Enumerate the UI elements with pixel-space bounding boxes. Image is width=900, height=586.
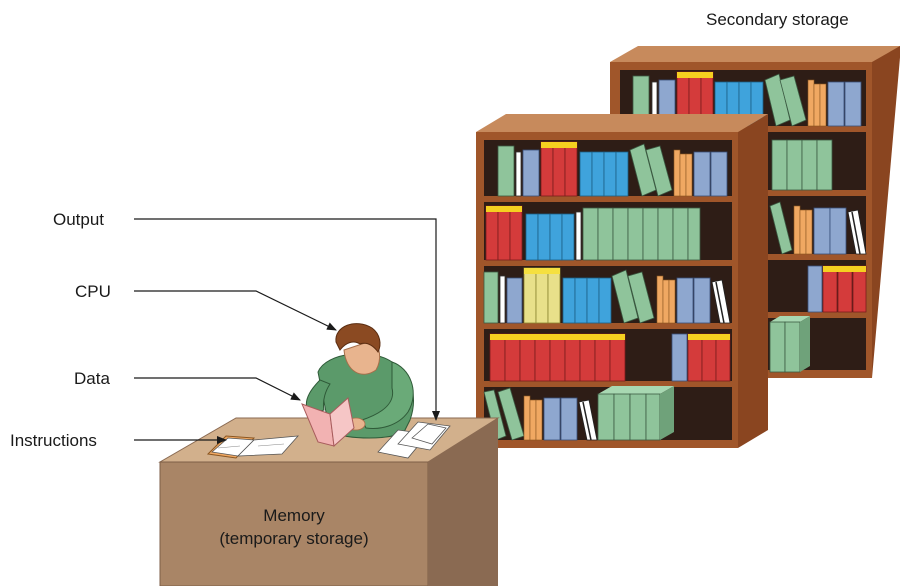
front-books-row3: [483, 267, 731, 324]
output-label: Output: [53, 210, 104, 229]
instructions-book: [206, 435, 299, 459]
data-callout-line: [134, 377, 301, 401]
back-books-row3: [769, 201, 867, 255]
output-callout-line: [134, 218, 440, 421]
secondary-storage-label: Secondary storage: [706, 10, 849, 29]
front-books-row5: [483, 386, 674, 441]
back-books-row5: [769, 316, 810, 373]
front-books-row2: [485, 205, 701, 261]
data-label: Data: [74, 369, 110, 388]
front-books-row1: [497, 141, 728, 197]
callout-lines: [134, 218, 440, 444]
person-cpu: [301, 323, 414, 448]
cpu-label: CPU: [75, 282, 111, 301]
back-books-row2: [771, 139, 833, 191]
memory-sublabel: (temporary storage): [219, 529, 368, 548]
front-bookcase: [476, 114, 768, 448]
memory-label: Memory: [263, 506, 325, 525]
instructions-label: Instructions: [10, 431, 97, 450]
back-books-row1: [632, 71, 862, 127]
front-books-row4: [489, 333, 731, 382]
back-books-row4: [807, 265, 867, 313]
cpu-callout-line: [134, 290, 337, 331]
output-papers: [377, 421, 451, 459]
